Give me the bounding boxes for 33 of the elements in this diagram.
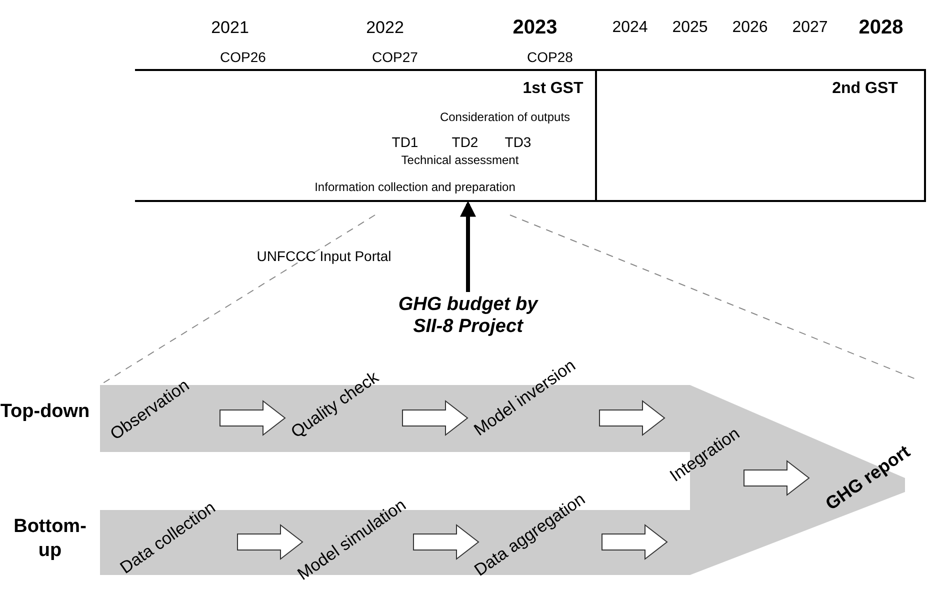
- year-label: 2025: [672, 19, 708, 37]
- row-label: Top-down: [0, 400, 90, 424]
- block-arrow: [402, 400, 468, 436]
- period-title: 1st GST: [522, 80, 584, 98]
- stage-label: Information collection and preparation: [314, 180, 516, 194]
- period-title: 2nd GST: [832, 80, 898, 98]
- year-label: 2028: [858, 16, 904, 40]
- row-label: Bottom-up: [12, 515, 88, 563]
- period-box: [597, 69, 926, 202]
- year-label: 2026: [732, 19, 768, 37]
- conference-label: COP28: [527, 49, 573, 65]
- budget-label: GHG budget by SII-8 Project: [388, 294, 548, 338]
- dialogue-label: TD2: [452, 134, 478, 150]
- year-label: 2024: [612, 19, 648, 37]
- block-arrow: [237, 524, 304, 560]
- conference-label: COP26: [220, 49, 266, 65]
- dialogue-label: TD3: [504, 134, 532, 150]
- block-arrow: [602, 524, 668, 560]
- stage-label: Consideration of outputs: [440, 110, 570, 124]
- arrow: [460, 200, 476, 292]
- portal-label: UNFCCC Input Portal: [256, 248, 392, 264]
- year-label: 2022: [366, 18, 404, 38]
- block-arrow: [413, 524, 480, 560]
- period-box: [135, 69, 597, 202]
- stage-label: Technical assessment: [401, 153, 519, 167]
- dialogue-label: TD1: [392, 134, 418, 150]
- conference-label: COP27: [372, 49, 418, 65]
- year-label: 2021: [211, 18, 249, 38]
- block-arrow: [599, 400, 666, 436]
- block-arrow: [220, 400, 286, 436]
- year-label: 2027: [792, 19, 828, 37]
- year-label: 2023: [512, 16, 558, 40]
- block-arrow: [744, 460, 810, 496]
